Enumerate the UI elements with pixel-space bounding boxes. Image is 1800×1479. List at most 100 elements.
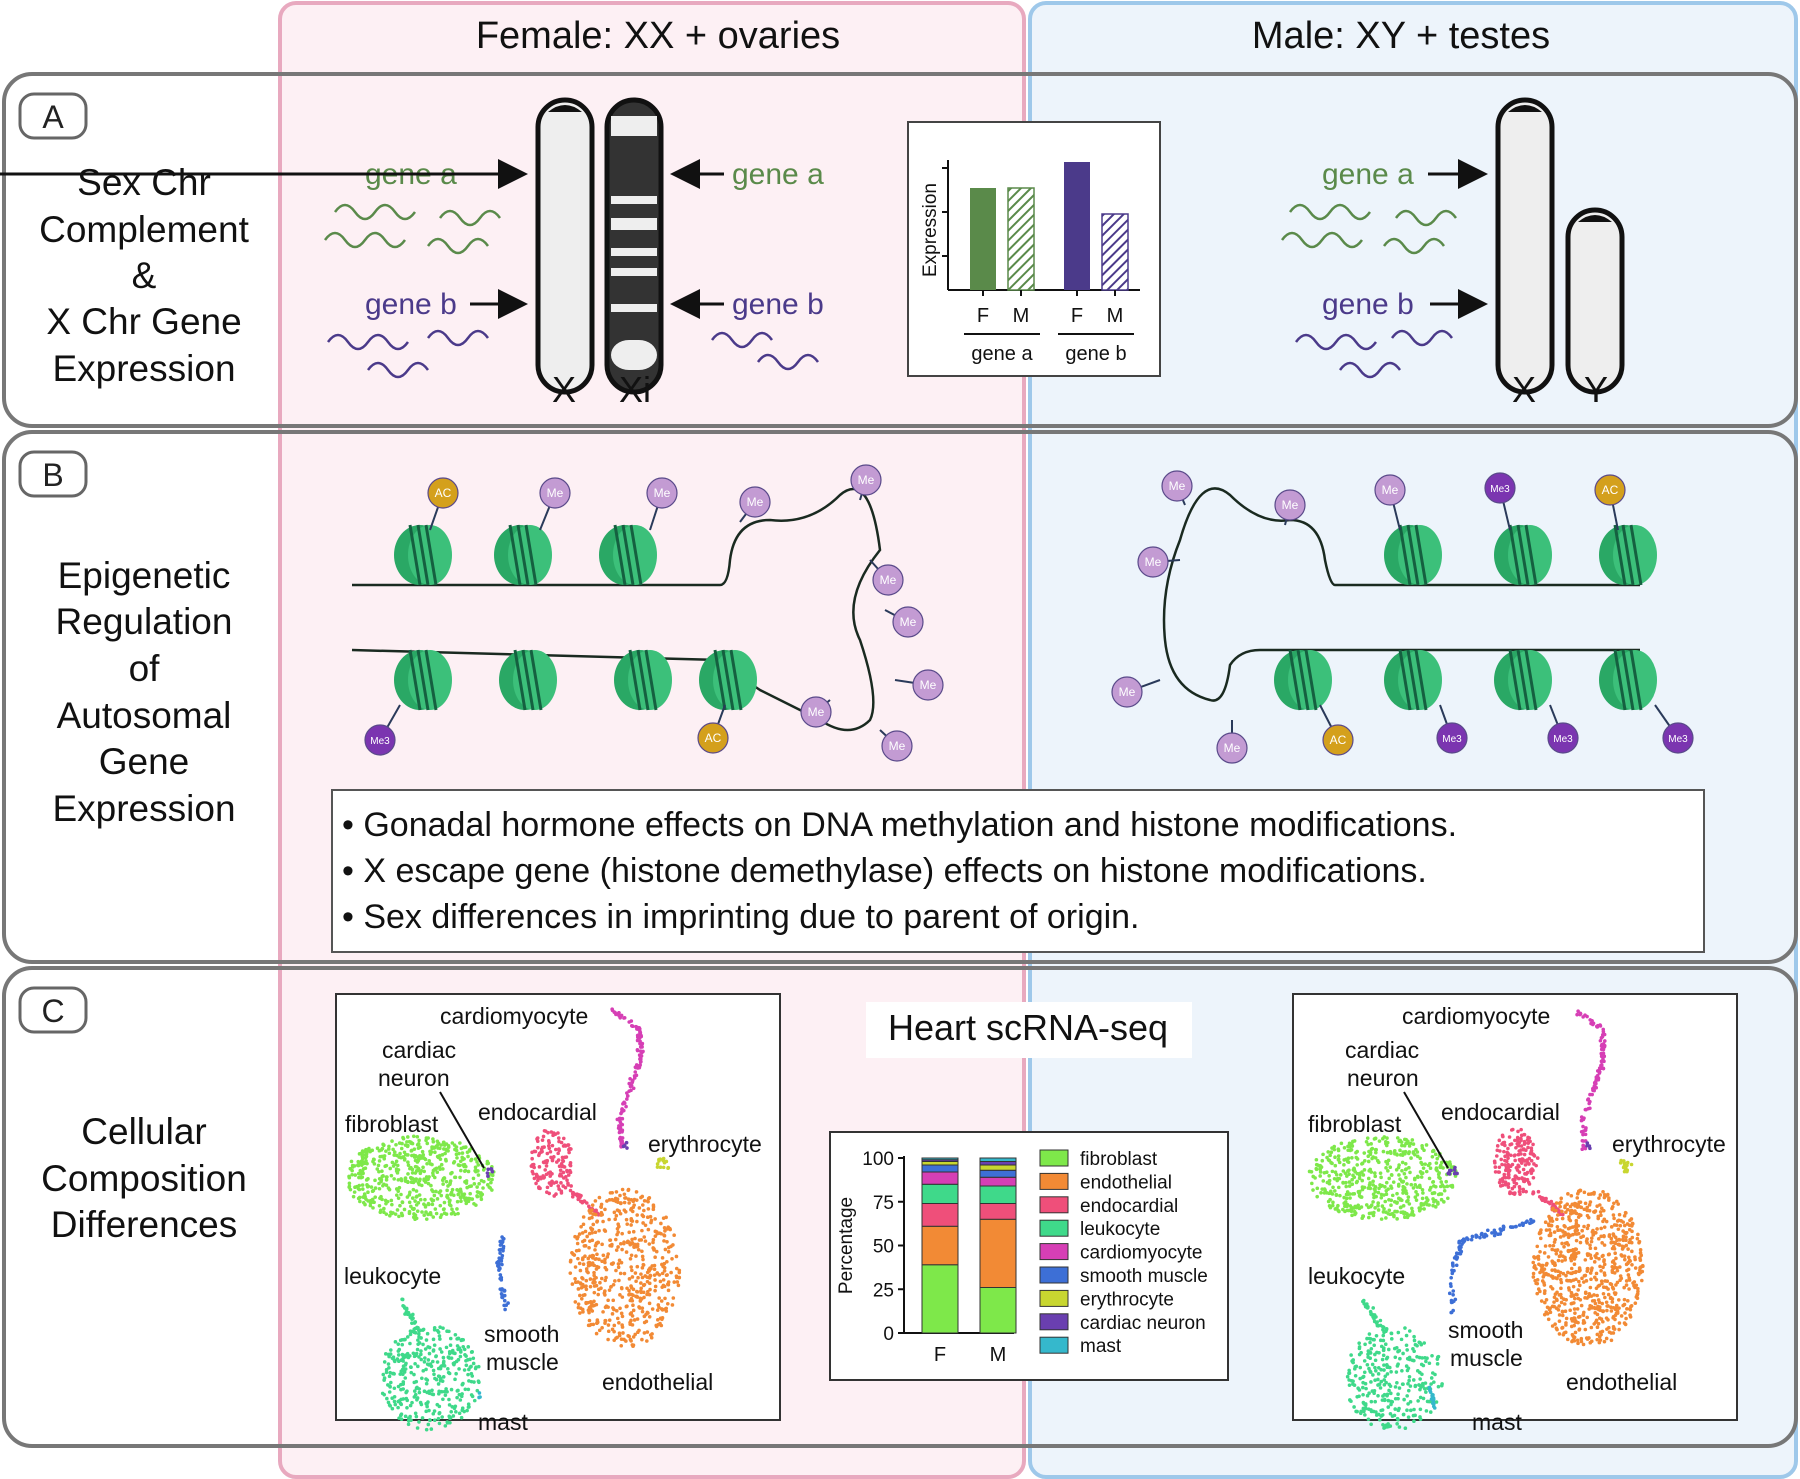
mark-male-me3-4-label: Me3 <box>1668 734 1688 745</box>
umap-point-endothelial <box>649 1335 654 1340</box>
umap-point-endothelial <box>1627 1258 1632 1263</box>
umap-point-leukocyte <box>419 1352 423 1357</box>
umap-point-fibroblast <box>1327 1178 1332 1183</box>
umap-point-endothelial <box>570 1250 574 1255</box>
umap-point-endothelial <box>590 1227 594 1232</box>
nucleosome-male-1 <box>1384 524 1442 586</box>
umap-point-leukocyte <box>441 1326 445 1331</box>
umap-point-endothelial <box>612 1210 617 1215</box>
umap-point-endocardial <box>1535 1156 1540 1160</box>
umap-point-leukocyte <box>410 1321 414 1325</box>
umap-point-endothelial <box>659 1299 664 1303</box>
umap-point-endocardial <box>542 1145 546 1149</box>
umap-point-leukocyte <box>1367 1336 1372 1341</box>
umap-point-cardiac neuron <box>486 1174 490 1178</box>
umap-point-fibroblast <box>378 1154 382 1159</box>
umap-point-endothelial <box>618 1211 623 1216</box>
umap-point-endothelial <box>643 1223 648 1228</box>
umap-point-endocardial <box>568 1188 573 1193</box>
umap-point-leukocyte <box>1362 1359 1367 1363</box>
umap-point-leukocyte <box>1397 1386 1402 1390</box>
umap-point-leukocyte <box>466 1405 471 1409</box>
umap-point-fibroblast <box>431 1215 436 1219</box>
nucleosome-male-3 <box>1599 524 1657 586</box>
umap-point-endothelial <box>1589 1236 1594 1240</box>
umap-point-fibroblast <box>1349 1209 1354 1214</box>
umap-point-fibroblast <box>1428 1166 1433 1171</box>
umap-point-leukocyte <box>464 1354 468 1358</box>
umap-point-fibroblast <box>1314 1166 1319 1171</box>
umap-point-endothelial <box>1617 1327 1621 1332</box>
umap-point-fibroblast <box>1319 1190 1323 1195</box>
umap-point-leukocyte <box>408 1341 412 1346</box>
umap-point-endothelial <box>636 1275 640 1280</box>
umap-point-endocardial <box>1503 1163 1507 1167</box>
umap-point-fibroblast <box>1435 1156 1440 1161</box>
umap-point-endothelial <box>603 1289 607 1293</box>
umap-point-endothelial <box>1592 1298 1597 1303</box>
umap-point-fibroblast <box>359 1159 364 1164</box>
umap-point-leukocyte <box>1412 1334 1416 1339</box>
umap-point-fibroblast <box>1400 1160 1405 1165</box>
umap-point-fibroblast <box>432 1175 437 1180</box>
umap-point-leukocyte <box>447 1403 452 1407</box>
umap-point-endocardial <box>1519 1127 1523 1132</box>
stack-ytick-label-50: 50 <box>873 1237 894 1258</box>
umap-point-fibroblast <box>348 1166 353 1171</box>
umap-point-fibroblast <box>360 1171 365 1175</box>
umap-point-leukocyte <box>1417 1340 1422 1345</box>
umap-point-endothelial <box>659 1221 663 1226</box>
stack-bar-M-leukocyte <box>979 1185 1017 1204</box>
umap-point-leukocyte <box>426 1345 430 1349</box>
umap-point-leukocyte <box>432 1343 437 1347</box>
umap-point-endothelial <box>640 1228 644 1233</box>
inset-bar-m-gene-a <box>1007 187 1035 291</box>
umap-point-fibroblast <box>418 1197 423 1202</box>
umap-point-endothelial <box>620 1247 624 1252</box>
umap-point-fibroblast <box>1415 1185 1420 1189</box>
umap-point-leukocyte <box>1364 1386 1368 1391</box>
umap-point-leukocyte <box>431 1368 436 1373</box>
umap-point-endothelial <box>1568 1209 1573 1213</box>
umap-point-smooth muscle <box>501 1236 506 1241</box>
umap-point-endothelial <box>662 1225 667 1230</box>
umap-point-fibroblast <box>449 1190 454 1195</box>
umap-point-fibroblast <box>391 1211 395 1215</box>
umap-point-fibroblast <box>401 1135 405 1140</box>
umap-point-fibroblast <box>468 1196 473 1201</box>
umap-point-leukocyte <box>1420 1372 1424 1377</box>
umap-point-fibroblast <box>1349 1143 1354 1148</box>
umap-point-fibroblast <box>390 1202 394 1207</box>
umap-point-endothelial <box>1574 1269 1578 1274</box>
umap-point-endocardial <box>541 1134 546 1139</box>
umap-point-fibroblast <box>377 1159 382 1163</box>
umap-point-smooth muscle <box>1513 1224 1518 1229</box>
umap-point-endothelial <box>1588 1246 1593 1251</box>
umap-point-fibroblast <box>405 1140 409 1144</box>
umap-point-fibroblast <box>1354 1150 1358 1155</box>
umap-point-endocardial <box>544 1172 549 1177</box>
umap-point-smooth muscle <box>1470 1234 1475 1239</box>
mark-male-me-4: Me <box>1374 474 1406 531</box>
umap-point-endothelial <box>634 1190 639 1194</box>
umap-point-fibroblast <box>377 1186 382 1191</box>
umap-point-endothelial <box>666 1288 671 1293</box>
umap-point-endothelial <box>643 1239 648 1243</box>
umap-point-endothelial <box>1568 1218 1573 1223</box>
umap-point-endothelial <box>1635 1236 1640 1241</box>
umap-point-endothelial <box>1633 1285 1637 1290</box>
umap-point-leukocyte <box>1419 1362 1424 1367</box>
umap-point-fibroblast <box>452 1193 456 1198</box>
mark-male-me3-3: Me3 <box>1547 704 1579 754</box>
umap-point-cardiomyocyte <box>633 1070 638 1074</box>
stack-bar-F-smooth-muscle <box>921 1164 959 1173</box>
umap-point-endothelial <box>611 1298 616 1303</box>
umap-point-fibroblast <box>1390 1193 1395 1198</box>
umap-point-endocardial <box>1500 1162 1504 1167</box>
umap-point-endocardial <box>556 1184 561 1188</box>
umap-point-leukocyte <box>445 1389 449 1394</box>
umap-point-leukocyte <box>1369 1399 1374 1404</box>
panel-b-letter-badge: B <box>18 450 88 498</box>
umap-point-endocardial <box>1513 1174 1517 1179</box>
umap-point-fibroblast <box>394 1167 399 1171</box>
